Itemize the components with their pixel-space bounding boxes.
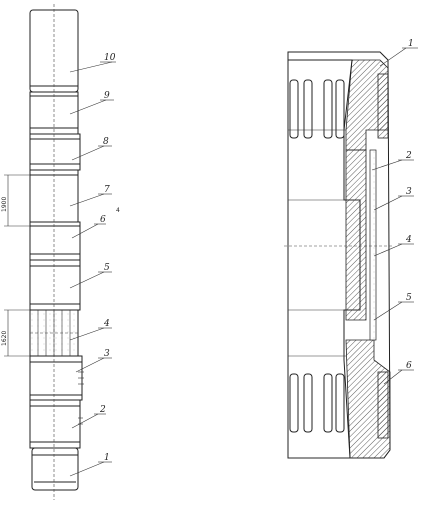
- callout-5: 5: [104, 263, 110, 273]
- left-assembly-view: 1900 1620 4 10 9 8 7 6: [1, 4, 120, 500]
- callout-3: 3: [104, 349, 110, 359]
- segment-2: [29, 399, 81, 449]
- left-callouts: 10 9 8 7 6 5 4 3 2: [69, 53, 116, 477]
- dimension-1900-label: 1900: [1, 197, 8, 212]
- segment-3: [29, 355, 83, 401]
- lower-collar: [377, 371, 389, 439]
- callout-1: 1: [104, 453, 110, 463]
- callout-10: 10: [104, 53, 116, 63]
- section-callout-6: 6: [406, 361, 412, 371]
- upper-collar: [377, 73, 389, 139]
- section-callout-5: 5: [406, 293, 412, 303]
- upper-slots: [289, 79, 345, 139]
- callout-2: 2: [99, 405, 106, 415]
- callout-9: 9: [104, 91, 110, 101]
- section-callout-1: 1: [408, 39, 414, 49]
- upper-wall-hatch: [345, 59, 389, 151]
- right-section-view: 1 2 3 4 5 6: [284, 39, 418, 459]
- segment-5: [29, 259, 81, 311]
- section-callout-3: 3: [406, 187, 412, 197]
- dimension-1900: 1900: [1, 174, 30, 227]
- segment-4-strips: [30, 310, 78, 356]
- callout-7: 7: [104, 185, 110, 195]
- callout-4: 4: [103, 319, 110, 329]
- dimension-1620-label: 1620: [1, 331, 8, 346]
- lower-slots: [289, 373, 345, 433]
- right-callouts: 1 2 3 4 5 6: [371, 39, 418, 385]
- column-segments: [29, 9, 83, 491]
- callout-8: 8: [103, 137, 109, 147]
- mid-wall-hatch: [345, 149, 367, 321]
- section-callout-2: 2: [405, 151, 412, 161]
- dimension-1620: 1620: [1, 309, 30, 357]
- liner-strip: [369, 149, 377, 341]
- section-callout-4: 4: [405, 235, 412, 245]
- small-mark: 4: [116, 207, 120, 214]
- callout-6: 6: [100, 215, 106, 225]
- segment-1: [31, 447, 79, 491]
